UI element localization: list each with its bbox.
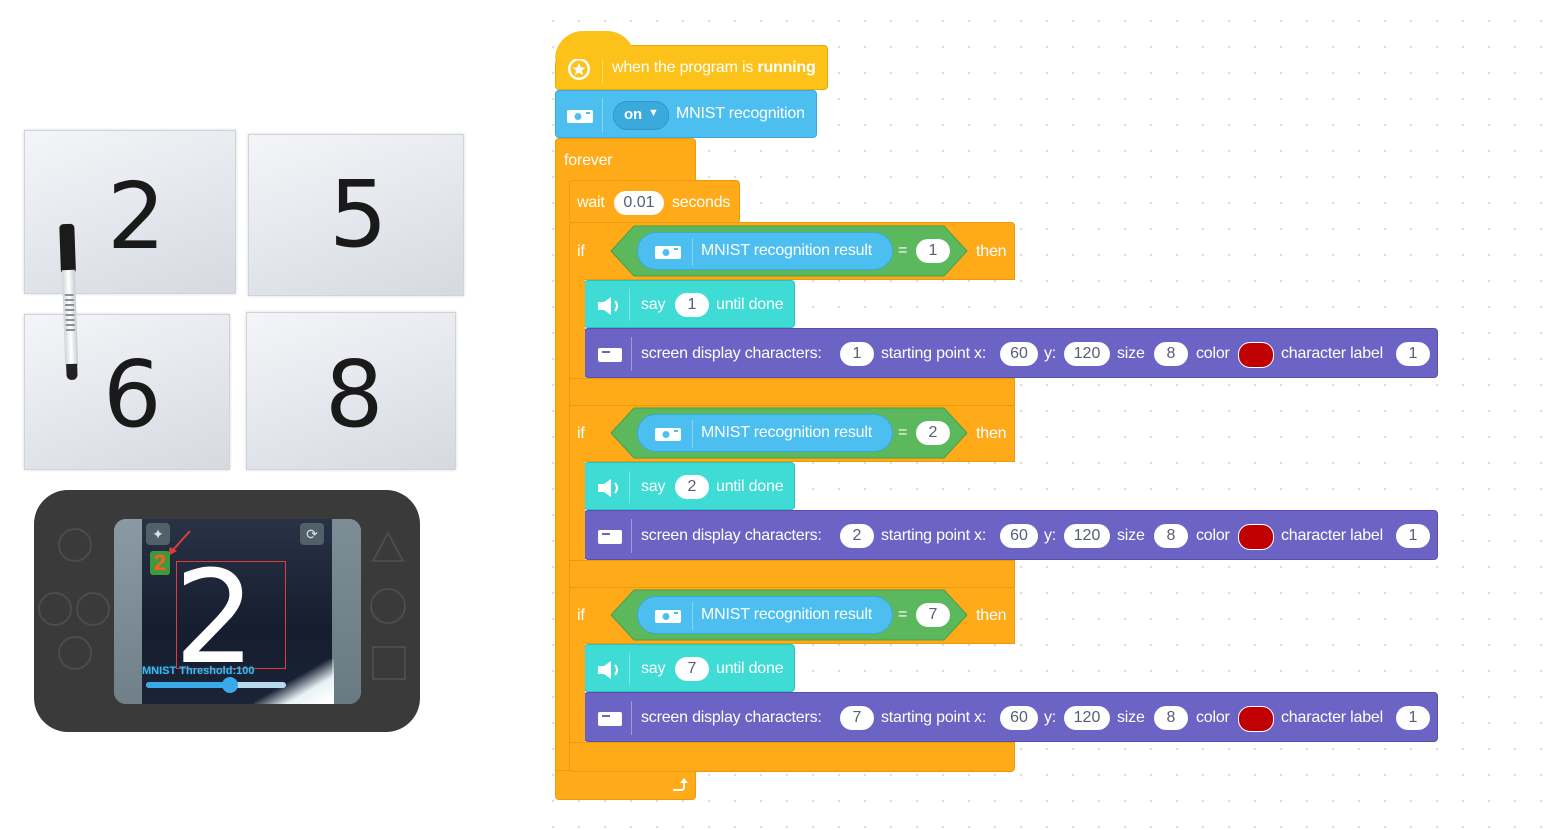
mnist-result-reporter[interactable]: MNIST recognition result — [637, 414, 893, 452]
color-swatch[interactable] — [1238, 524, 1274, 550]
device-screen: ✦ ⟳ 2 2 MNIST Threshold:100 — [114, 519, 361, 704]
display-chars-input[interactable]: 7 — [840, 706, 874, 730]
threshold-label: MNIST Threshold:100 — [142, 665, 255, 677]
dpad-down-button — [58, 636, 92, 670]
handwritten-digits-photo: 2 5 6 8 — [22, 128, 468, 472]
dpad-left-button — [38, 592, 72, 626]
event-label: when the program is running — [612, 59, 816, 76]
start-x-input[interactable]: 60 — [1000, 342, 1038, 366]
speaker-icon — [598, 661, 618, 679]
screen-icon — [598, 712, 622, 726]
threshold-slider-fill — [146, 682, 230, 688]
dpad-right-button — [76, 592, 110, 626]
size-input[interactable]: 8 — [1154, 524, 1188, 548]
dpad-up-button — [58, 528, 92, 562]
say-until-done-block[interactable]: say 7 until done — [584, 644, 795, 692]
camera-digit: 2 — [174, 544, 256, 693]
camera-on-block[interactable]: on ▼ MNIST recognition — [555, 90, 817, 138]
handheld-device: ✦ ⟳ 2 2 MNIST Threshold:100 — [34, 490, 420, 732]
mnist-result-reporter[interactable]: MNIST recognition result — [637, 596, 893, 634]
screen-icon — [598, 530, 622, 544]
start-y-input[interactable]: 120 — [1064, 706, 1110, 730]
digit-card-2: 5 — [248, 134, 464, 296]
screen-display-block[interactable]: screen display characters: 1 starting po… — [584, 328, 1438, 378]
speaker-icon — [598, 479, 618, 497]
display-chars-input[interactable]: 1 — [840, 342, 874, 366]
refresh-icon: ⟳ — [300, 523, 324, 545]
wait-block[interactable]: wait 0.01 seconds — [569, 180, 740, 224]
pin-icon: ✦ — [146, 523, 170, 545]
chevron-down-icon: ▼ — [648, 107, 659, 119]
threshold-slider-knob[interactable] — [222, 677, 238, 693]
equals-sign: = — [898, 424, 908, 441]
circle-button — [370, 588, 406, 624]
say-value-input[interactable]: 1 — [675, 293, 709, 317]
screen-display-block[interactable]: screen display characters: 2 starting po… — [584, 510, 1438, 560]
character-label-input[interactable]: 1 — [1396, 706, 1430, 730]
start-y-input[interactable]: 120 — [1064, 524, 1110, 548]
if-block-bottom — [569, 560, 1015, 588]
if-block-bottom — [569, 742, 1015, 772]
triangle-button-icon — [371, 530, 405, 562]
display-chars-input[interactable]: 2 — [840, 524, 874, 548]
compare-value-input[interactable]: 7 — [916, 603, 950, 627]
screen-icon — [598, 348, 622, 362]
start-x-input[interactable]: 60 — [1000, 524, 1038, 548]
hat-cap — [555, 31, 635, 59]
if-block-arm — [569, 278, 585, 406]
red-arrow-icon — [168, 530, 191, 556]
camera-icon — [567, 110, 593, 123]
digit-card-4: 8 — [246, 312, 456, 470]
card-digit: 8 — [325, 341, 384, 448]
loop-arrow-icon — [673, 778, 688, 791]
card-digit: 6 — [103, 341, 162, 448]
say-until-done-block[interactable]: say 2 until done — [584, 462, 795, 510]
star-icon — [568, 58, 590, 80]
forever-arm — [555, 180, 571, 774]
if-block-arm — [569, 642, 585, 750]
digit-card-3: 6 — [24, 314, 230, 470]
start-y-input[interactable]: 120 — [1064, 342, 1110, 366]
compare-value-input[interactable]: 2 — [916, 421, 950, 445]
event-hat-block[interactable]: when the program is running — [555, 45, 828, 90]
say-until-done-block[interactable]: say 1 until done — [584, 280, 795, 328]
size-input[interactable]: 8 — [1154, 342, 1188, 366]
square-button — [372, 646, 406, 680]
camera-icon — [655, 428, 681, 441]
say-value-input[interactable]: 2 — [675, 475, 709, 499]
camera-toggle-dropdown[interactable]: on ▼ — [613, 101, 669, 130]
equals-sign: = — [898, 242, 908, 259]
camera-icon — [655, 246, 681, 259]
camera-label: MNIST recognition — [676, 105, 805, 122]
recognition-result-badge: 2 — [150, 551, 170, 575]
detection-box — [176, 561, 286, 669]
card-digit: 2 — [107, 163, 166, 270]
wait-value-input[interactable]: 0.01 — [614, 191, 664, 215]
compare-value-input[interactable]: 1 — [916, 239, 950, 263]
forever-bottom — [555, 770, 696, 800]
equals-sign: = — [898, 606, 908, 623]
mnist-result-reporter[interactable]: MNIST recognition result — [637, 232, 893, 270]
size-input[interactable]: 8 — [1154, 706, 1188, 730]
character-label-input[interactable]: 1 — [1396, 524, 1430, 548]
character-label-input[interactable]: 1 — [1396, 342, 1430, 366]
say-value-input[interactable]: 7 — [675, 657, 709, 681]
digit-card-1: 2 — [24, 130, 236, 294]
color-swatch[interactable] — [1238, 706, 1274, 732]
forever-block[interactable]: forever — [555, 138, 696, 182]
screen-display-block[interactable]: screen display characters: 7 starting po… — [584, 692, 1438, 742]
if-block-bottom — [569, 378, 1015, 406]
camera-icon — [655, 610, 681, 623]
color-swatch[interactable] — [1238, 342, 1274, 368]
start-x-input[interactable]: 60 — [1000, 706, 1038, 730]
speaker-icon — [598, 297, 618, 315]
card-digit: 5 — [329, 161, 388, 268]
if-block-arm — [569, 460, 585, 588]
